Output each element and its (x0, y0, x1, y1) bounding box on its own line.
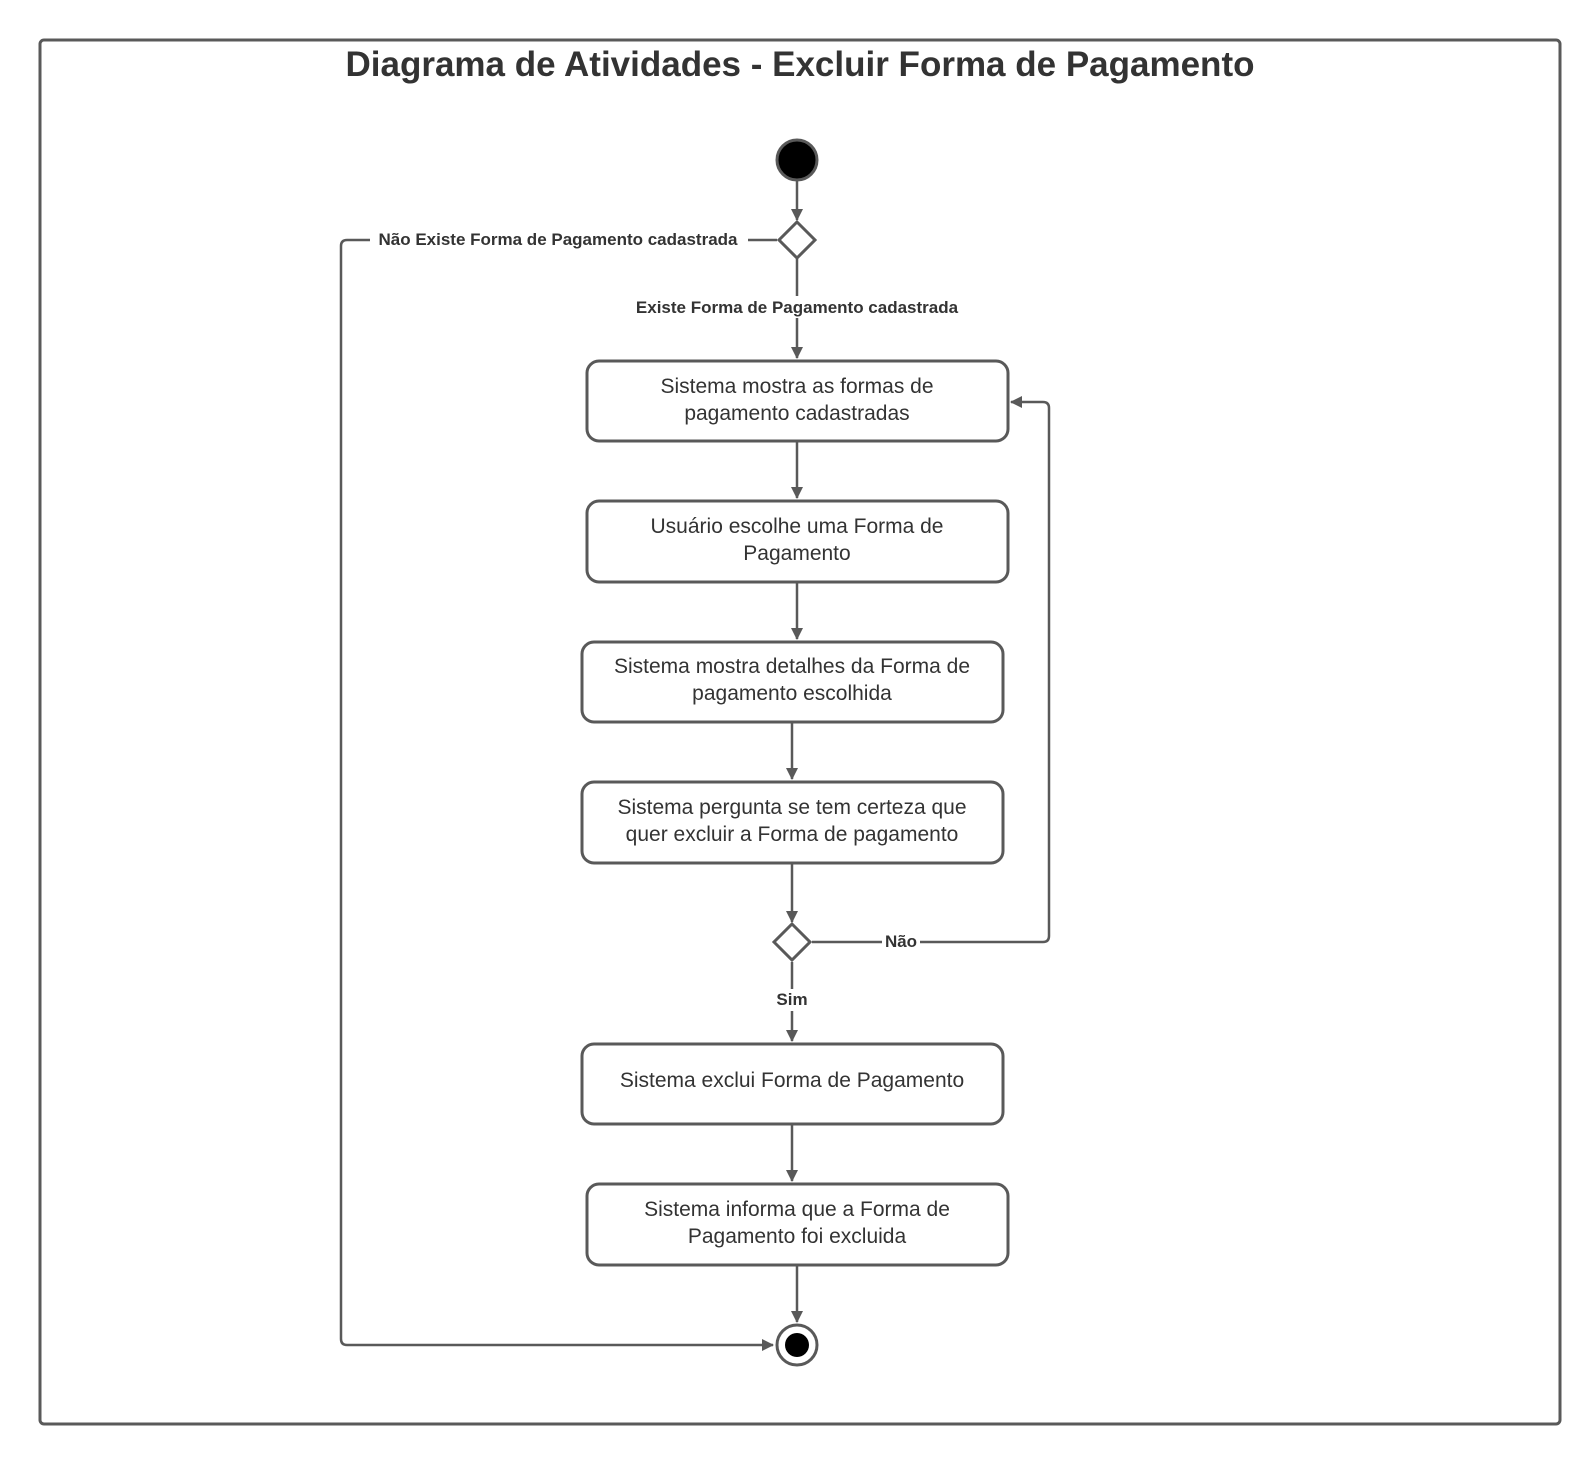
guard-not-exists-label: Não Existe Forma de Pagamento cadastrada (378, 230, 738, 249)
activity-delete-payment-method: Sistema exclui Forma de Pagamento (580, 1042, 1005, 1126)
initial-node (775, 138, 819, 182)
svg-text:Sistema mostra detalhes da For: Sistema mostra detalhes da Forma de (614, 655, 970, 678)
svg-text:Pagamento: Pagamento (743, 542, 850, 565)
activity-ask-confirmation: Sistema pergunta se tem certeza que quer… (580, 780, 1005, 865)
flow-not-exists-to-final (339, 238, 777, 1351)
final-node (775, 1323, 819, 1367)
flow-no-loop-back (812, 396, 1051, 944)
svg-text:Sistema informa que a Forma de: Sistema informa que a Forma de (644, 1198, 950, 1221)
decision-node-exists (776, 219, 818, 261)
decision-node-confirm (771, 921, 813, 963)
activity-show-payment-methods: Sistema mostra as formas de pagamento ca… (585, 359, 1010, 443)
guard-no-label: Não (885, 932, 917, 951)
svg-text:Sistema exclui Forma de Pagame: Sistema exclui Forma de Pagamento (620, 1069, 964, 1092)
svg-text:Sistema pergunta se tem certez: Sistema pergunta se tem certeza que (617, 796, 966, 819)
activity-show-payment-details: Sistema mostra detalhes da Forma de paga… (580, 640, 1005, 724)
activity-user-chooses-payment-method: Usuário escolhe uma Forma de Pagamento (585, 499, 1010, 584)
svg-text:pagamento cadastradas: pagamento cadastradas (684, 402, 909, 425)
guard-yes-label: Sim (776, 990, 807, 1009)
diagram-frame (38, 38, 1562, 1426)
activity-inform-deleted: Sistema informa que a Forma de Pagamento… (585, 1182, 1010, 1267)
svg-text:Usuário escolhe uma Forma de: Usuário escolhe uma Forma de (651, 515, 944, 538)
svg-text:Pagamento foi excluida: Pagamento foi excluida (688, 1225, 907, 1248)
svg-text:quer excluir a Forma de pagame: quer excluir a Forma de pagamento (626, 823, 959, 846)
svg-text:Sistema mostra as formas de: Sistema mostra as formas de (660, 375, 933, 398)
diagram-title: Diagrama de Atividades - Excluir Forma d… (346, 45, 1255, 84)
svg-text:pagamento escolhida: pagamento escolhida (692, 682, 892, 705)
guard-exists-label: Existe Forma de Pagamento cadastrada (636, 298, 959, 317)
